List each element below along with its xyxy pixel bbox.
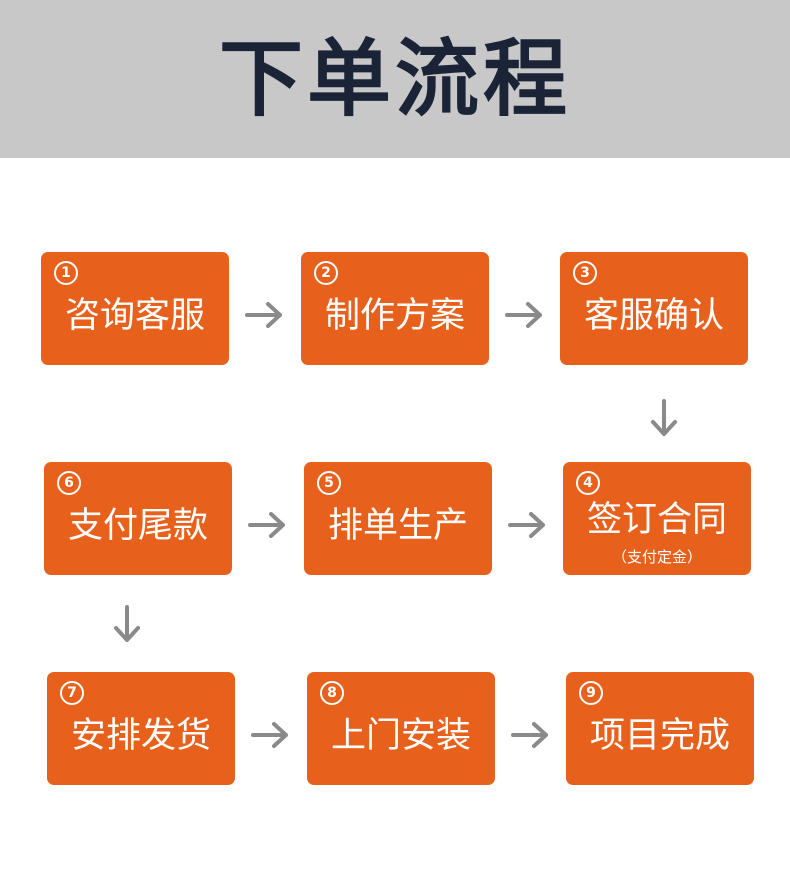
page-title: 下单流程 [218,30,571,128]
step-6-label: 支付尾款 [67,506,208,546]
arrow-right-icon [248,512,285,538]
step-4-number: 4 [576,471,600,495]
step-4-label: 签订合同 [586,500,727,540]
arrow-down-icon [114,605,140,642]
step-3-box: 3 客服确认 [560,252,748,365]
arrow-right-icon [508,512,545,538]
step-1-number: 1 [54,261,78,285]
step-3-number: 3 [573,261,597,285]
step-5-number: 5 [317,471,341,495]
step-8-label: 上门安装 [330,716,471,756]
arrow-right-icon [505,302,542,328]
step-8-box: 8 上门安装 [307,672,495,785]
header-banner: 下单流程 [0,0,790,158]
arrow-right-icon [245,302,282,328]
step-6-box: 6 支付尾款 [44,462,232,575]
step-2-number: 2 [314,261,338,285]
step-1-label: 咨询客服 [64,296,205,336]
step-4-box: 4 签订合同 （支付定金） [563,462,751,575]
step-8-number: 8 [320,681,344,705]
step-5-label: 排单生产 [327,506,468,546]
step-5-box: 5 排单生产 [304,462,492,575]
step-6-number: 6 [57,471,81,495]
step-7-box: 7 安排发货 [47,672,235,785]
arrow-right-icon [511,722,548,748]
step-2-label: 制作方案 [324,296,465,336]
step-2-box: 2 制作方案 [301,252,489,365]
arrow-down-icon [651,399,677,436]
step-7-number: 7 [60,681,84,705]
step-3-label: 客服确认 [583,296,724,336]
step-7-label: 安排发货 [70,716,211,756]
step-1-box: 1 咨询客服 [41,252,229,365]
step-9-label: 项目完成 [589,716,730,756]
step-9-number: 9 [579,681,603,705]
arrow-right-icon [251,722,288,748]
step-9-box: 9 项目完成 [566,672,754,785]
step-4-note: （支付定金） [611,548,702,566]
